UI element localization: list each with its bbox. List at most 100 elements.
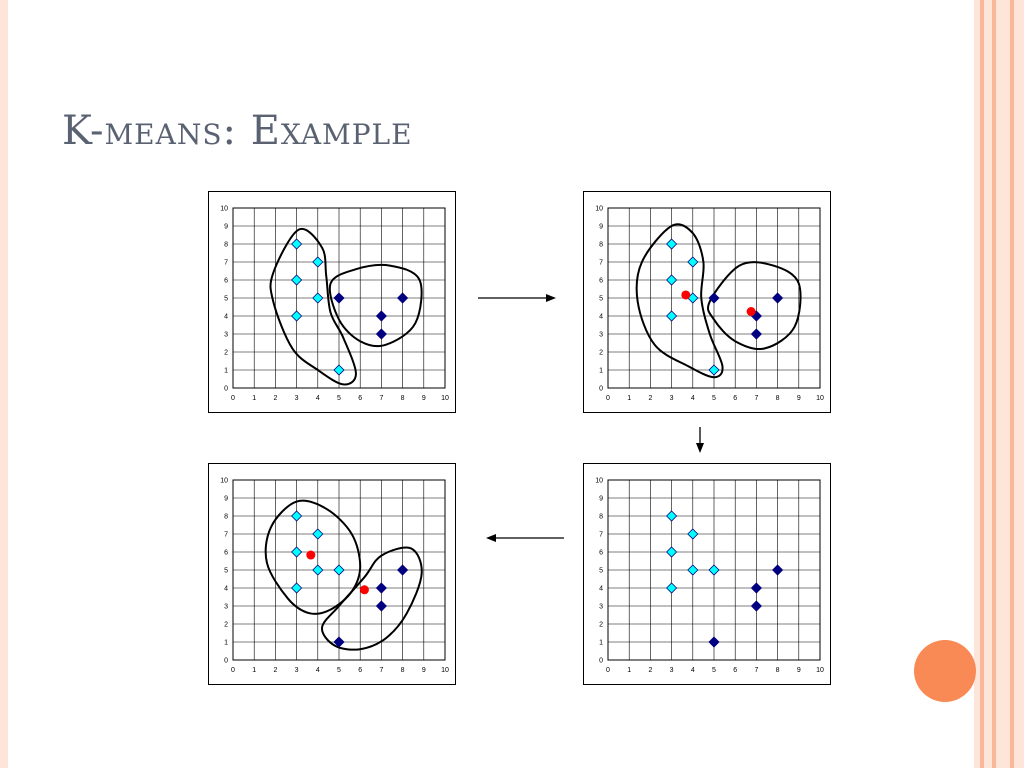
y-tick-label: 0 [599,658,603,665]
x-tick-label: 8 [401,667,405,674]
stripe [996,0,1010,768]
stripe [992,0,996,768]
y-tick-label: 0 [224,386,228,393]
y-tick-label: 10 [220,478,228,485]
stripe [974,0,980,768]
x-tick-label: 5 [712,395,716,402]
data-point-diamond [291,546,303,558]
y-tick-label: 8 [599,514,603,521]
data-point-diamond [312,564,324,576]
data-point-diamond [772,292,784,304]
arrow-right-icon [478,294,556,302]
y-tick-label: 3 [224,604,228,611]
y-tick-label: 5 [224,296,228,303]
data-point-diamond [666,274,678,286]
x-tick-label: 1 [627,667,631,674]
y-tick-label: 4 [599,586,603,593]
arrow-down-icon [696,427,704,453]
data-point-diamond [687,528,699,540]
x-tick-label: 2 [273,667,277,674]
slide-title: K-means: Example [62,108,413,154]
x-tick-label: 10 [816,395,824,402]
y-tick-label: 3 [599,332,603,339]
data-point-diamond [687,256,699,268]
x-tick-label: 7 [379,395,383,402]
stripe [1014,0,1024,768]
x-tick-label: 7 [754,395,758,402]
y-tick-label: 10 [595,206,603,213]
data-point-diamond [708,564,720,576]
data-point-diamond [708,364,720,376]
y-tick-label: 2 [224,622,228,629]
x-tick-label: 4 [316,395,320,402]
cluster-outline [269,227,357,386]
x-tick-label: 8 [776,395,780,402]
x-tick-label: 9 [797,395,801,402]
data-point-diamond [772,564,784,576]
stripe [1010,0,1014,768]
y-tick-label: 5 [599,568,603,575]
right-decorative-stripes [974,0,1024,768]
y-tick-label: 6 [599,550,603,557]
x-tick-label: 6 [733,395,737,402]
y-tick-label: 8 [599,242,603,249]
x-tick-label: 4 [691,395,695,402]
x-tick-label: 0 [231,395,235,402]
y-tick-label: 9 [224,496,228,503]
y-tick-label: 0 [599,386,603,393]
data-point-diamond [708,636,720,648]
y-tick-label: 10 [220,206,228,213]
y-tick-label: 3 [224,332,228,339]
x-tick-label: 3 [295,667,299,674]
data-point-diamond [312,528,324,540]
x-tick-label: 1 [252,667,256,674]
x-tick-label: 10 [441,667,449,674]
decorative-orange-dot [914,640,976,702]
y-tick-label: 1 [224,640,228,647]
x-tick-label: 3 [670,667,674,674]
centroid-point [746,307,756,316]
x-tick-label: 5 [712,667,716,674]
data-point-diamond [312,292,324,304]
data-point-diamond [291,510,303,522]
y-tick-label: 4 [224,314,228,321]
x-tick-label: 3 [295,395,299,402]
data-point-diamond [750,600,762,612]
data-point-diamond [291,582,303,594]
y-tick-label: 9 [599,496,603,503]
x-tick-label: 10 [816,667,824,674]
data-point-diamond [666,546,678,558]
cluster-outline [328,263,423,348]
y-tick-label: 9 [224,224,228,231]
y-tick-label: 9 [599,224,603,231]
x-tick-label: 6 [358,667,362,674]
y-tick-label: 6 [224,550,228,557]
data-point-diamond [666,310,678,322]
data-point-diamond [750,582,762,594]
y-tick-label: 3 [599,604,603,611]
plot-area [607,479,821,661]
x-tick-label: 2 [273,395,277,402]
x-tick-label: 2 [648,395,652,402]
x-tick-label: 7 [754,667,758,674]
stripe [980,0,984,768]
x-tick-label: 9 [422,667,426,674]
x-tick-label: 9 [797,667,801,674]
x-tick-label: 8 [401,395,405,402]
stripe [984,0,992,768]
x-tick-label: 4 [316,667,320,674]
data-point-diamond [375,582,387,594]
cluster-outline [321,546,423,651]
data-point-diamond [333,364,345,376]
x-tick-label: 0 [606,667,610,674]
x-tick-label: 2 [648,667,652,674]
cluster-outline [707,261,802,350]
